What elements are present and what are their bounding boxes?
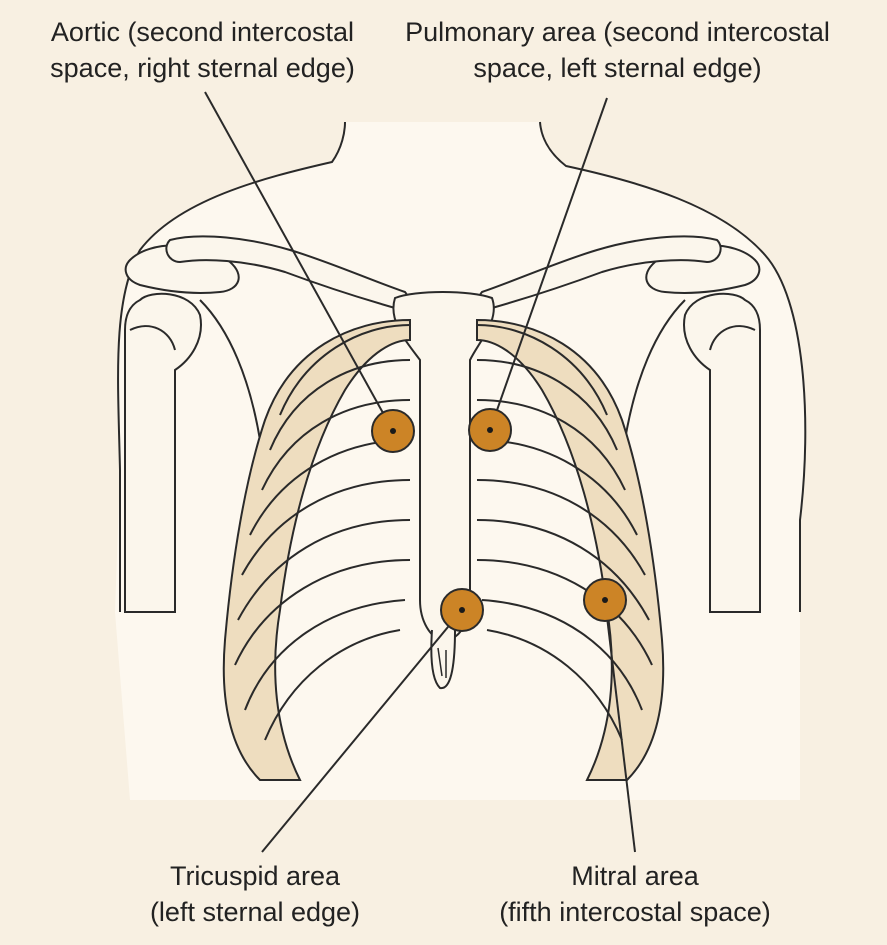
aortic-dot	[390, 428, 396, 434]
aortic-label-line2: space, right sternal edge)	[50, 53, 355, 83]
pulmonary-pointer	[489, 97, 608, 431]
mitral-label-line2: (fifth intercostal space)	[499, 897, 771, 927]
pulmonary-label: Pulmonary area (second intercostal space…	[395, 14, 840, 86]
aortic-pointer	[204, 91, 394, 432]
mitral-dot	[602, 597, 608, 603]
mitral-label-line1: Mitral area	[571, 861, 699, 891]
mitral-pointer	[604, 599, 636, 853]
pulmonary-dot	[487, 427, 493, 433]
tricuspid-pointer	[261, 609, 463, 853]
aortic-label-line1: Aortic (second intercostal	[50, 17, 355, 47]
aortic-label: Aortic (second intercostal space, right …	[30, 14, 375, 86]
tricuspid-label-line2: (left sternal edge)	[149, 897, 361, 927]
right-humerus	[683, 292, 761, 613]
pulmonary-label-line2: space, left sternal edge)	[473, 53, 762, 83]
right-rib-cage	[222, 318, 411, 781]
xiphoid-detail	[437, 647, 447, 678]
marker-dots	[390, 427, 608, 613]
torso-outline	[117, 121, 807, 612]
pulmonary-label-line1: Pulmonary area (second intercostal	[405, 17, 830, 47]
tricuspid-dot	[459, 607, 465, 613]
left-humerus	[124, 292, 202, 613]
tricuspid-label-line1: Tricuspid area	[169, 861, 341, 891]
xiphoid-process	[430, 629, 456, 690]
mitral-label: Mitral area (fifth intercostal space)	[470, 858, 800, 930]
tricuspid-label: Tricuspid area (left sternal edge)	[105, 858, 405, 930]
left-rib-cage	[476, 318, 665, 781]
pointer-lines	[204, 91, 636, 853]
